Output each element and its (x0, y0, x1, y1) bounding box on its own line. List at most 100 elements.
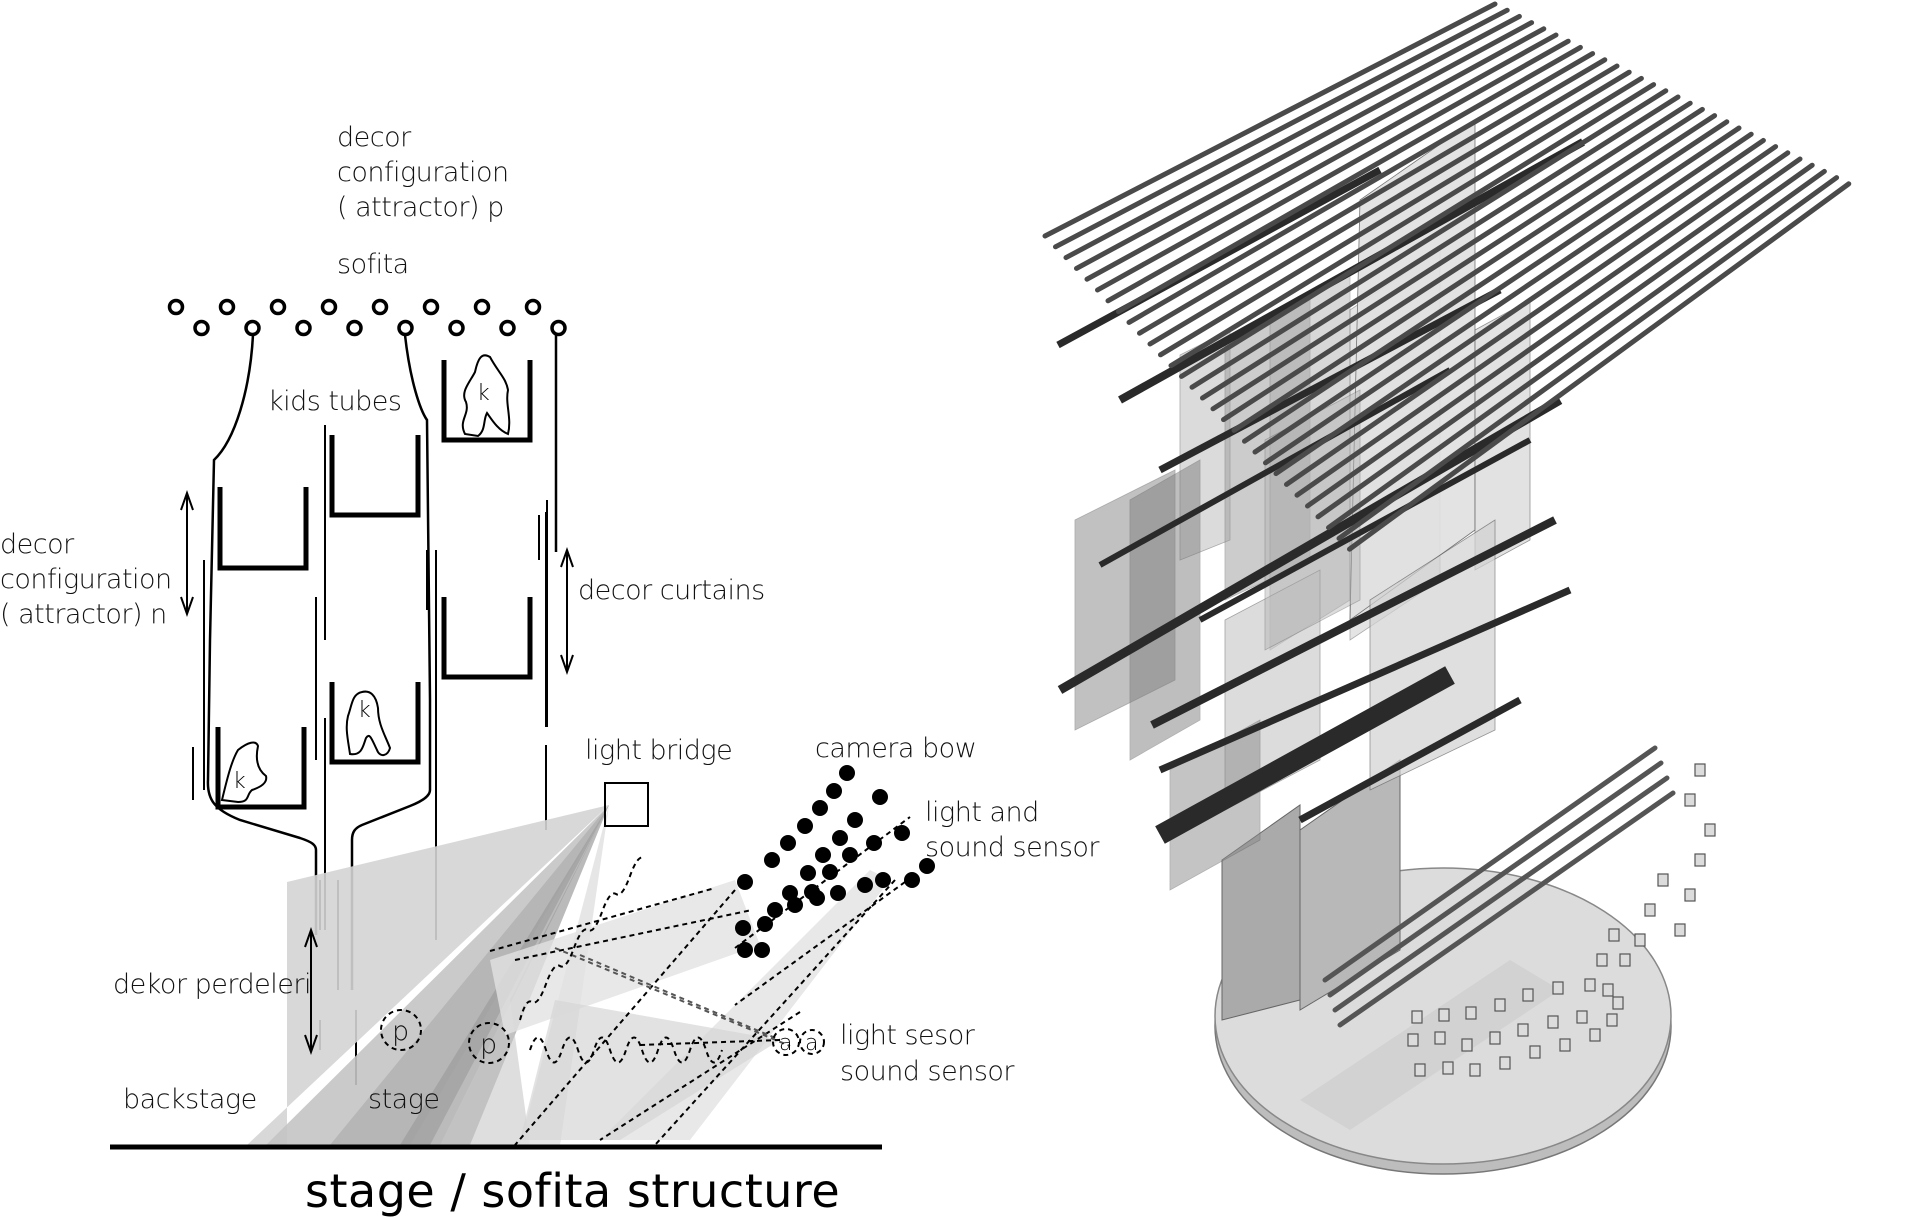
sensor-block (1434, 1031, 1446, 1045)
sensor-block (1657, 873, 1669, 887)
decor-curtains-arrow (560, 546, 574, 676)
slat (1347, 181, 1852, 552)
decor-rail (1056, 166, 1382, 349)
top-attractor-line-2: configuration (337, 157, 509, 188)
kid-figures: k k k (220, 354, 511, 804)
sensor-block (1596, 953, 1608, 967)
sensor-block (1517, 1023, 1529, 1037)
sofita-pulleys (167, 298, 567, 337)
sensor-block (1612, 996, 1624, 1010)
sensor-block (1442, 1061, 1454, 1075)
camera-bow-label: camera bow (815, 733, 976, 764)
slat (1305, 156, 1803, 509)
sensor-block (1704, 823, 1716, 837)
performer-marker-2: p (480, 1029, 497, 1060)
backstage-label: backstage (123, 1084, 257, 1115)
sensor-block (1522, 988, 1534, 1002)
camera-bow-point (787, 897, 803, 913)
sensor-block (1465, 1006, 1477, 1020)
left-attractor-label: decor configuration ( attractor) n (0, 529, 172, 630)
decor-rail (1057, 396, 1563, 694)
slat (1053, 7, 1510, 250)
light-sensor-marker: a (779, 1031, 792, 1056)
sensor-block (1461, 1038, 1473, 1052)
sound-sensor-marker: a (805, 1031, 818, 1056)
stage-diagram: decor configuration ( attractor) p sofit… (0, 122, 1101, 1218)
top-attractor-label: decor configuration ( attractor) p (337, 122, 509, 223)
light-sensor-label: light sesor (840, 1020, 976, 1051)
decor-curtains-label: decor curtains (578, 575, 765, 606)
camera-bow-point (875, 872, 891, 888)
sensor-block (1552, 981, 1564, 995)
performer-circle-2 (468, 1022, 510, 1064)
camera-bow-point (767, 902, 783, 918)
decor-curtain-lines (192, 425, 548, 1085)
camera-bow-point (780, 835, 796, 851)
slat (1074, 20, 1535, 271)
slat (1294, 150, 1791, 498)
pulley (524, 298, 542, 316)
tube-outline-left (206, 334, 318, 935)
kid-marker-mid: k (358, 698, 371, 723)
pulley (167, 298, 185, 316)
slat (1284, 144, 1779, 487)
slat (1326, 168, 1827, 531)
sensor-block (1606, 1013, 1618, 1027)
slat (1179, 82, 1657, 379)
light-bridge-label: light bridge (585, 735, 732, 766)
sensor-block (1547, 1015, 1559, 1029)
pulley (346, 319, 363, 337)
slat (1095, 32, 1559, 293)
decor-rail (1098, 367, 1452, 568)
sensor-fields (490, 870, 890, 1140)
camera-bow-point (737, 874, 753, 890)
slat (1242, 119, 1730, 444)
sensor-block (1438, 1008, 1450, 1022)
camera-bow-point (735, 920, 751, 936)
pulley (320, 298, 338, 316)
sound-sensor-circle (799, 1029, 825, 1055)
camera-bow-point (904, 872, 920, 888)
pulley (371, 298, 389, 316)
camera-bow-point (754, 942, 770, 958)
bucket-empty-3 (441, 597, 533, 680)
attractor-n-arrow (180, 489, 194, 618)
performers: p p (380, 1009, 510, 1064)
sensor-block (1674, 923, 1686, 937)
light-rod (1322, 745, 1658, 983)
diagram-title: stage / sofita structure (305, 1164, 840, 1218)
sensor-block (1608, 928, 1620, 942)
sound-waves (519, 856, 723, 1064)
sound-sensor-label: sound sensor (840, 1056, 1015, 1087)
decor-rails (1056, 138, 1585, 844)
slat (1147, 63, 1620, 347)
sensor-block (1589, 1028, 1601, 1042)
camera-bow-point (857, 877, 873, 893)
camera-bow-point (815, 847, 831, 863)
performer-circle-1 (380, 1009, 422, 1051)
camera-bow-point (812, 800, 828, 816)
camera-bow-point (919, 858, 935, 874)
sensor-block (1619, 953, 1631, 967)
bucket-kid-mid (329, 682, 421, 765)
camera-bow-point (839, 765, 855, 781)
sensor-block (1634, 933, 1646, 947)
sensor-block (1411, 1010, 1423, 1024)
kid-figure-mid (345, 690, 392, 756)
bucket-empty-1 (217, 487, 309, 571)
slat (1263, 131, 1754, 466)
decor-rail (1150, 516, 1557, 729)
top-attractor-line-1: decor (337, 122, 412, 153)
camera-bow-point (757, 916, 773, 932)
slat (1210, 100, 1693, 412)
light-rod (1337, 790, 1676, 1028)
tube-outline-right (350, 334, 432, 990)
light-rod (1332, 775, 1670, 1013)
sensor-block (1584, 978, 1596, 992)
slat (1084, 26, 1547, 282)
sensor-block (1602, 983, 1614, 997)
sensor-block (1489, 1031, 1501, 1045)
light-and-sound-sensor-line-2: sound sensor (925, 832, 1100, 863)
dekor-perdeleri-label: dekor perdeleri (113, 969, 311, 1000)
